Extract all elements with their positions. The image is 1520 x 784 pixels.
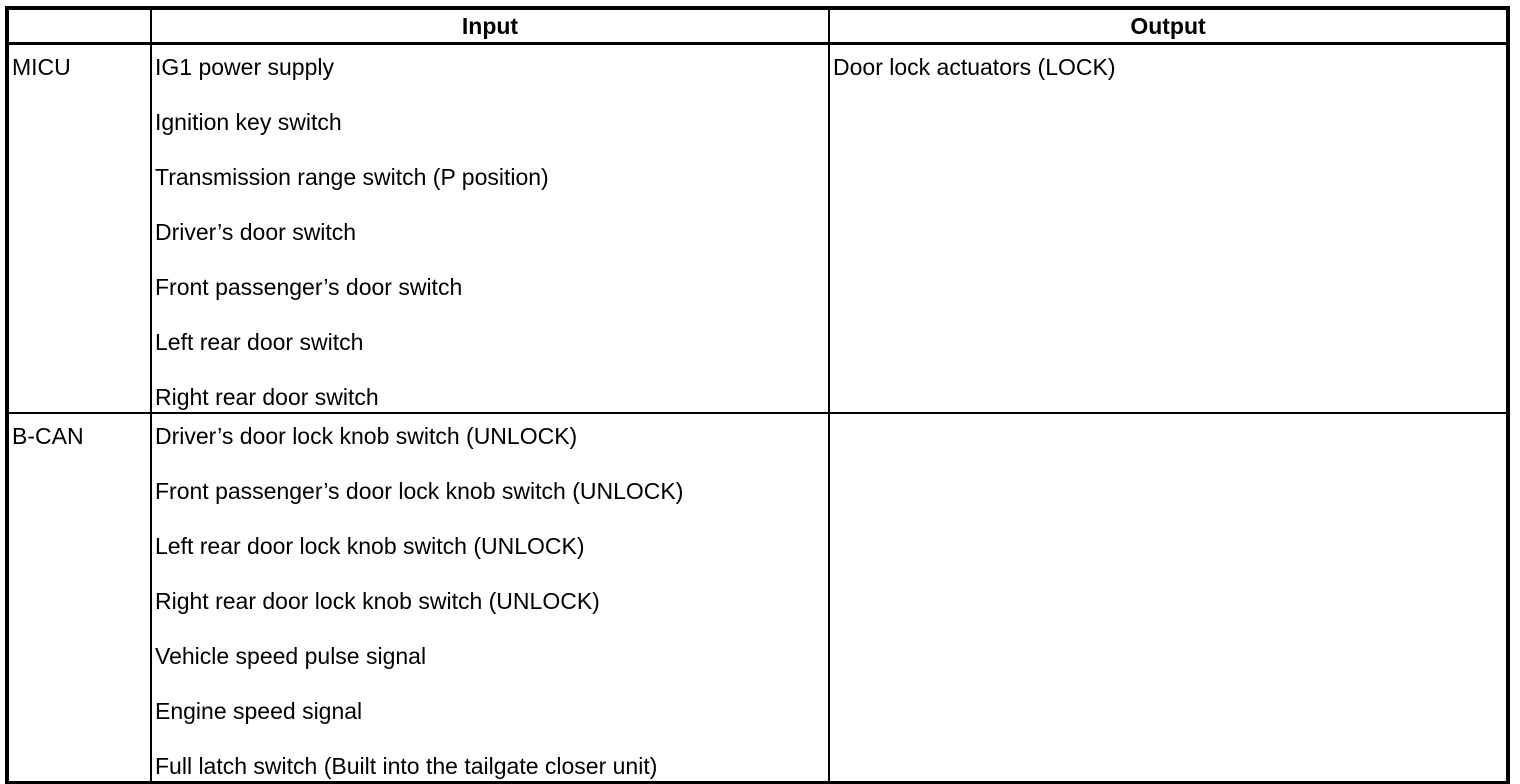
input-cell-bcan: Driver’s door lock knob switch (UNLOCK) … [150, 412, 830, 784]
header-source-cell [6, 7, 152, 45]
input-item: Vehicle speed pulse signal [155, 643, 427, 669]
output-cell-micu: Door lock actuators (LOCK) [828, 42, 1509, 414]
input-item: IG1 power supply [155, 54, 334, 80]
input-item: Transmission range switch (P position) [155, 164, 549, 190]
input-item: Right rear door switch [155, 384, 379, 410]
table-row-bcan: B-CAN Driver’s door lock knob switch (UN… [6, 412, 1509, 784]
table-row-micu: MICU IG1 power supply Ignition key switc… [6, 42, 1509, 414]
input-item: Front passenger’s door switch [155, 274, 463, 300]
output-item: Door lock actuators (LOCK) [833, 54, 1116, 80]
source-label: B-CAN [12, 423, 84, 449]
input-item: Ignition key switch [155, 109, 342, 135]
input-item: Right rear door lock knob switch (UNLOCK… [155, 588, 600, 614]
header-row: Input Output [6, 7, 1509, 45]
input-item: Engine speed signal [155, 698, 363, 724]
input-item: Left rear door switch [155, 329, 364, 355]
input-output-table: Input Output MICU IG1 power supply Ignit… [5, 6, 1510, 784]
source-label: MICU [12, 54, 71, 80]
source-cell-micu: MICU [6, 42, 152, 414]
input-item: Driver’s door switch [155, 219, 357, 245]
header-output-cell: Output [828, 7, 1509, 45]
input-cell-micu: IG1 power supply Ignition key switch Tra… [150, 42, 830, 414]
output-cell-bcan [828, 412, 1509, 784]
input-item: Left rear door lock knob switch (UNLOCK) [155, 533, 585, 559]
input-item: Driver’s door lock knob switch (UNLOCK) [155, 423, 578, 449]
input-item: Front passenger’s door lock knob switch … [155, 478, 684, 504]
header-input-cell: Input [150, 7, 830, 45]
input-item: Full latch switch (Built into the tailga… [155, 753, 658, 779]
source-cell-bcan: B-CAN [6, 412, 152, 784]
